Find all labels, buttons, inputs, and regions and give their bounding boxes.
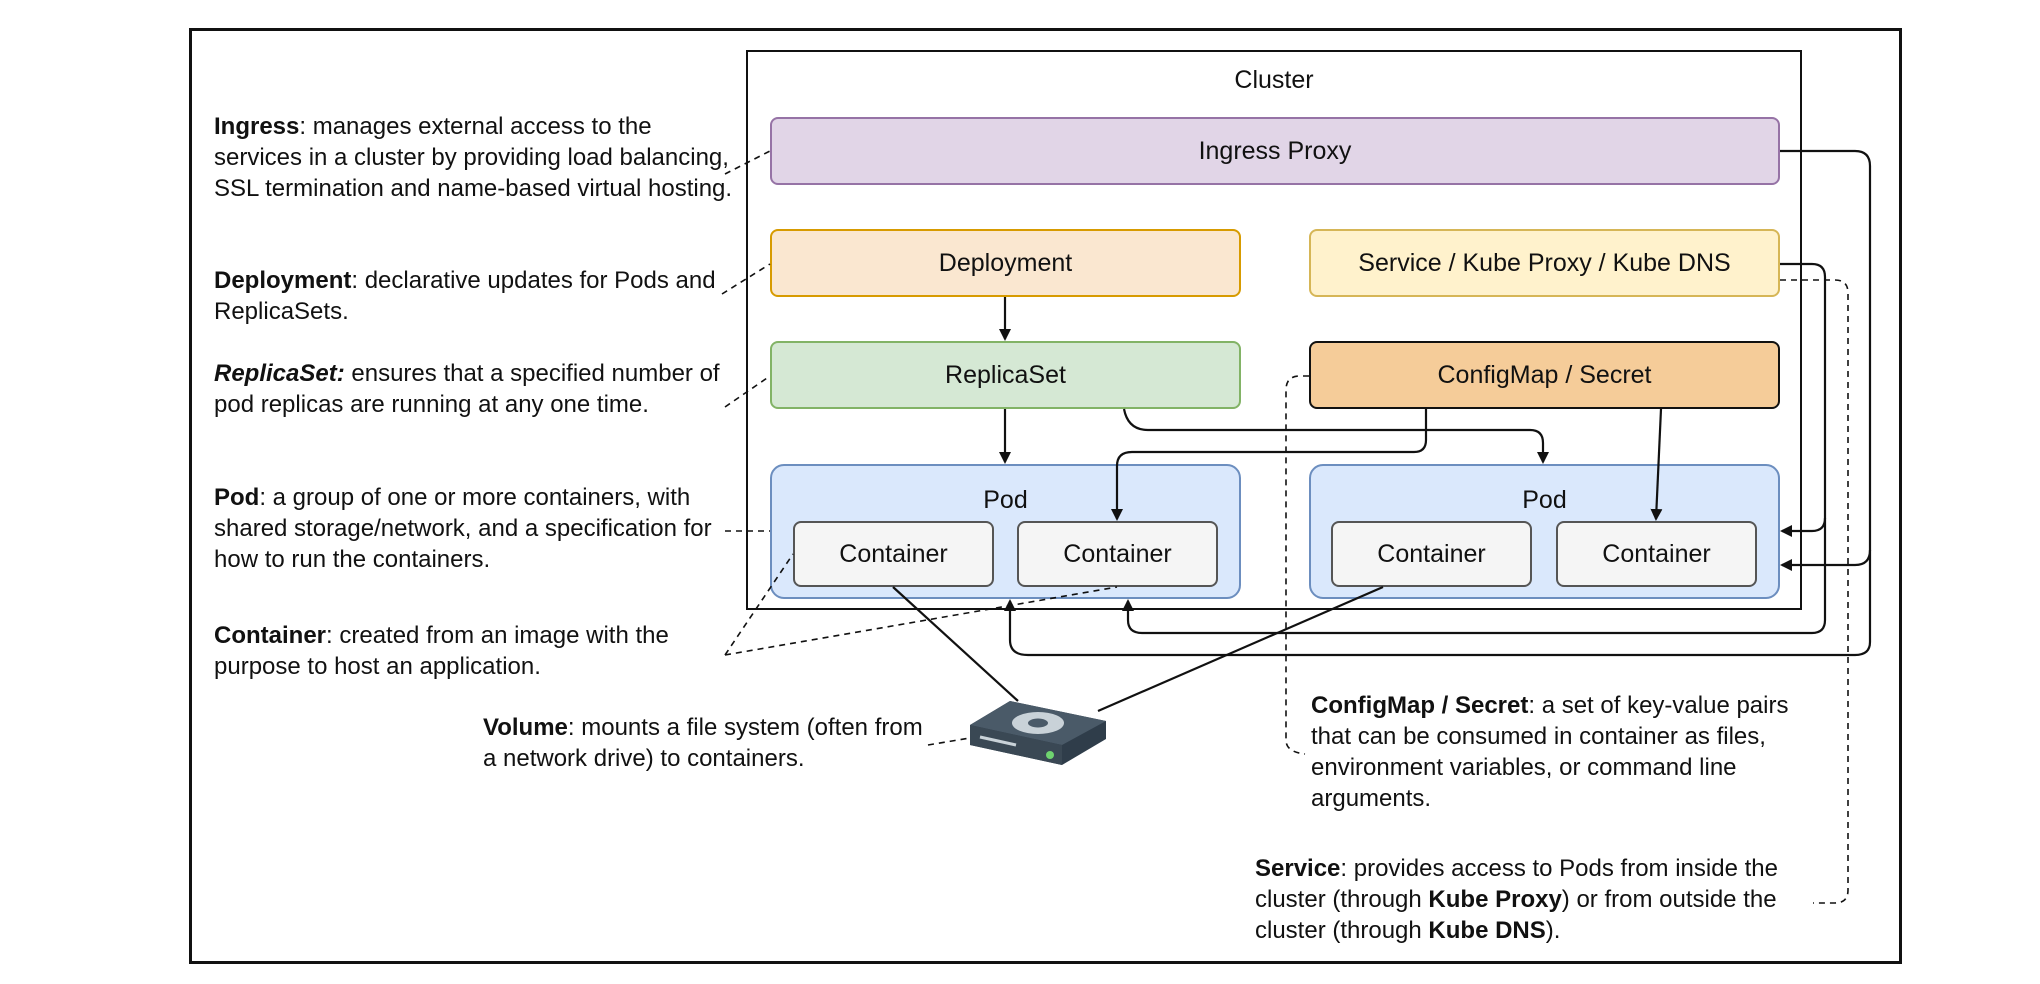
configmap-to-container2-arrow <box>1111 409 1428 521</box>
ingress-leader-line <box>724 150 771 175</box>
replicaset-box: ReplicaSet <box>770 341 1241 409</box>
service-description: Service: provides access to Pods from in… <box>1255 855 1778 944</box>
deployment-description: Deployment: declarative updates for Pods… <box>214 267 716 325</box>
service-box: Service / Kube Proxy / Kube DNS <box>1309 229 1780 297</box>
container-4: Container <box>1556 521 1757 587</box>
configmap-description: ConfigMap / Secret: a set of key-value p… <box>1311 692 1789 812</box>
volume-leader-line <box>927 737 971 746</box>
pod-description: Pod: a group of one or more containers, … <box>214 484 712 573</box>
deployment-leader-line <box>721 263 771 295</box>
cluster-boundary: Cluster <box>746 50 1802 610</box>
volume-to-container1-line <box>892 586 1019 702</box>
service-to-pod-right-arrow <box>1780 262 1827 537</box>
configmap-box: ConfigMap / Secret <box>1309 341 1780 409</box>
cluster-title: Cluster <box>1234 66 1314 94</box>
replicaset-leader-line <box>724 375 771 408</box>
container-1: Container <box>793 521 994 587</box>
ingress-proxy-box: Ingress Proxy <box>770 117 1780 185</box>
container-2: Container <box>1017 521 1218 587</box>
configmap-leader-line <box>1285 375 1309 755</box>
ingress-to-pod-right-arrow <box>1780 149 1872 571</box>
service-leader-line <box>1780 279 1849 904</box>
disk-drive-icon <box>970 701 1106 765</box>
pod-right-title: Pod <box>1522 486 1567 514</box>
container-leader-line-2 <box>724 586 1118 656</box>
service-to-pod-left-arrow <box>1122 518 1827 635</box>
replicaset-description: ReplicaSet: ensures that a specified num… <box>214 360 720 418</box>
container-description: Container: created from an image with th… <box>214 622 669 680</box>
ingress-to-pod-left-arrow <box>1004 550 1872 657</box>
container-leader-line-1 <box>724 553 794 656</box>
volume-description: Volume: mounts a file system (often from… <box>483 714 923 772</box>
container-3: Container <box>1331 521 1532 587</box>
pod-left-title: Pod <box>983 486 1028 514</box>
deployment-box: Deployment <box>770 229 1241 297</box>
replicaset-to-pod-right-arrow <box>1122 408 1549 464</box>
configmap-to-container4-arrow <box>1650 408 1663 521</box>
ingress-description: Ingress: manages external access to the … <box>214 113 733 202</box>
diagram-frame <box>189 28 1902 964</box>
volume-to-container3-line <box>1097 585 1384 713</box>
